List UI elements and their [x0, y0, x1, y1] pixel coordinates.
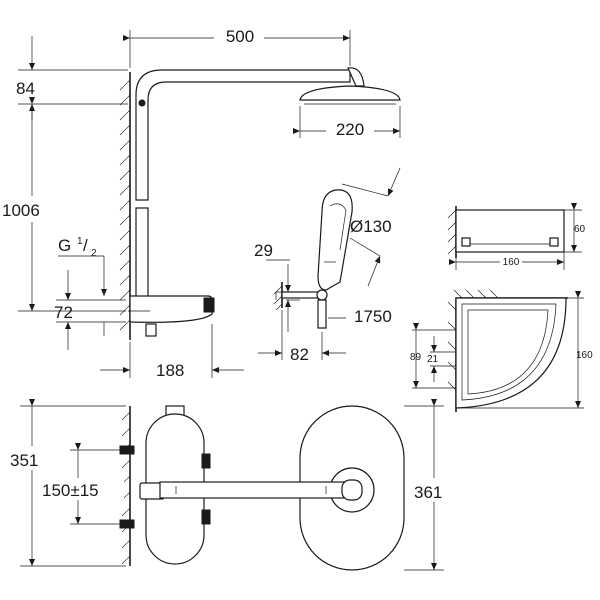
dimension-84: 84	[16, 36, 128, 120]
dim-220-label: 220	[336, 120, 364, 139]
thermostat-inlet	[145, 323, 157, 337]
thread-denominator: 2	[91, 248, 97, 259]
lower-side-knob	[201, 509, 211, 525]
hose-outlet	[317, 299, 327, 329]
dimension-82: 82	[258, 310, 346, 364]
dimension-29: 29	[254, 241, 300, 332]
corner-shelf-inner	[461, 303, 557, 401]
dimension-150: 150±15	[40, 443, 124, 525]
dimension-72: 72	[54, 270, 126, 350]
dimension-351: 351	[8, 399, 126, 567]
hand-shower-body	[317, 189, 353, 291]
hand-shower-view	[273, 189, 353, 329]
dim-160-depth-label: 160	[576, 350, 593, 361]
shower-arm-front	[159, 481, 357, 499]
thread-numerator: 1	[77, 236, 83, 247]
arm-knob	[341, 479, 363, 501]
dimension-1006: 1006	[0, 97, 126, 312]
dim-500-label: 500	[226, 27, 254, 46]
dim-29-label: 29	[254, 241, 273, 260]
svg-text:/: /	[83, 236, 88, 255]
dim-60-label: 60	[574, 224, 586, 235]
upper-side-knob	[201, 453, 211, 469]
dimension-361: 361	[404, 399, 460, 571]
dim-130-label: Ø130	[350, 217, 392, 236]
dim-160-width-label: 160	[503, 257, 520, 268]
holder-arm	[281, 291, 319, 299]
shower-system-side-view	[119, 67, 401, 340]
thread-prefix: G	[58, 236, 71, 255]
dim-188-label: 188	[156, 361, 184, 380]
dimension-500: 500	[123, 26, 351, 68]
thread-label: G 1 / 2	[58, 236, 107, 296]
wall-hatching	[119, 79, 131, 331]
shelf-side-view: 60 160	[447, 203, 586, 270]
dim-21-label: 21	[427, 354, 439, 365]
dim-82-label: 82	[290, 345, 309, 364]
dimension-220: 220	[293, 106, 401, 139]
dimension-188: 188	[100, 324, 244, 380]
head-shower	[299, 85, 401, 101]
dim-72-label: 72	[54, 303, 73, 322]
dimension-1750: 1750	[328, 307, 392, 326]
holder-ring	[316, 289, 328, 301]
dim-351-label: 351	[10, 451, 38, 470]
dim-361-label: 361	[414, 483, 442, 502]
plate-front-view	[159, 405, 405, 571]
head-connector	[347, 67, 365, 87]
shelf-body	[455, 209, 565, 253]
upper-connection	[119, 445, 135, 455]
dim-150-label: 150±15	[42, 481, 99, 500]
dim-1006-label: 1006	[2, 201, 40, 220]
dim-89-label: 89	[410, 352, 422, 363]
corner-shelf-top-view: 160 89 21	[410, 289, 593, 412]
pipe-joint	[138, 99, 146, 107]
dimension-130: Ø130	[341, 167, 401, 287]
lower-connection	[119, 519, 135, 529]
dim-84-label: 84	[16, 79, 35, 98]
hand-shower-face	[329, 203, 347, 251]
lower-pipe	[135, 207, 149, 299]
dim-1750-label: 1750	[354, 307, 392, 326]
thermostat-shelf	[129, 295, 213, 323]
thermostat-knob	[203, 297, 215, 313]
shower-pipe	[135, 69, 351, 201]
corner-shelf-outer	[455, 297, 567, 409]
